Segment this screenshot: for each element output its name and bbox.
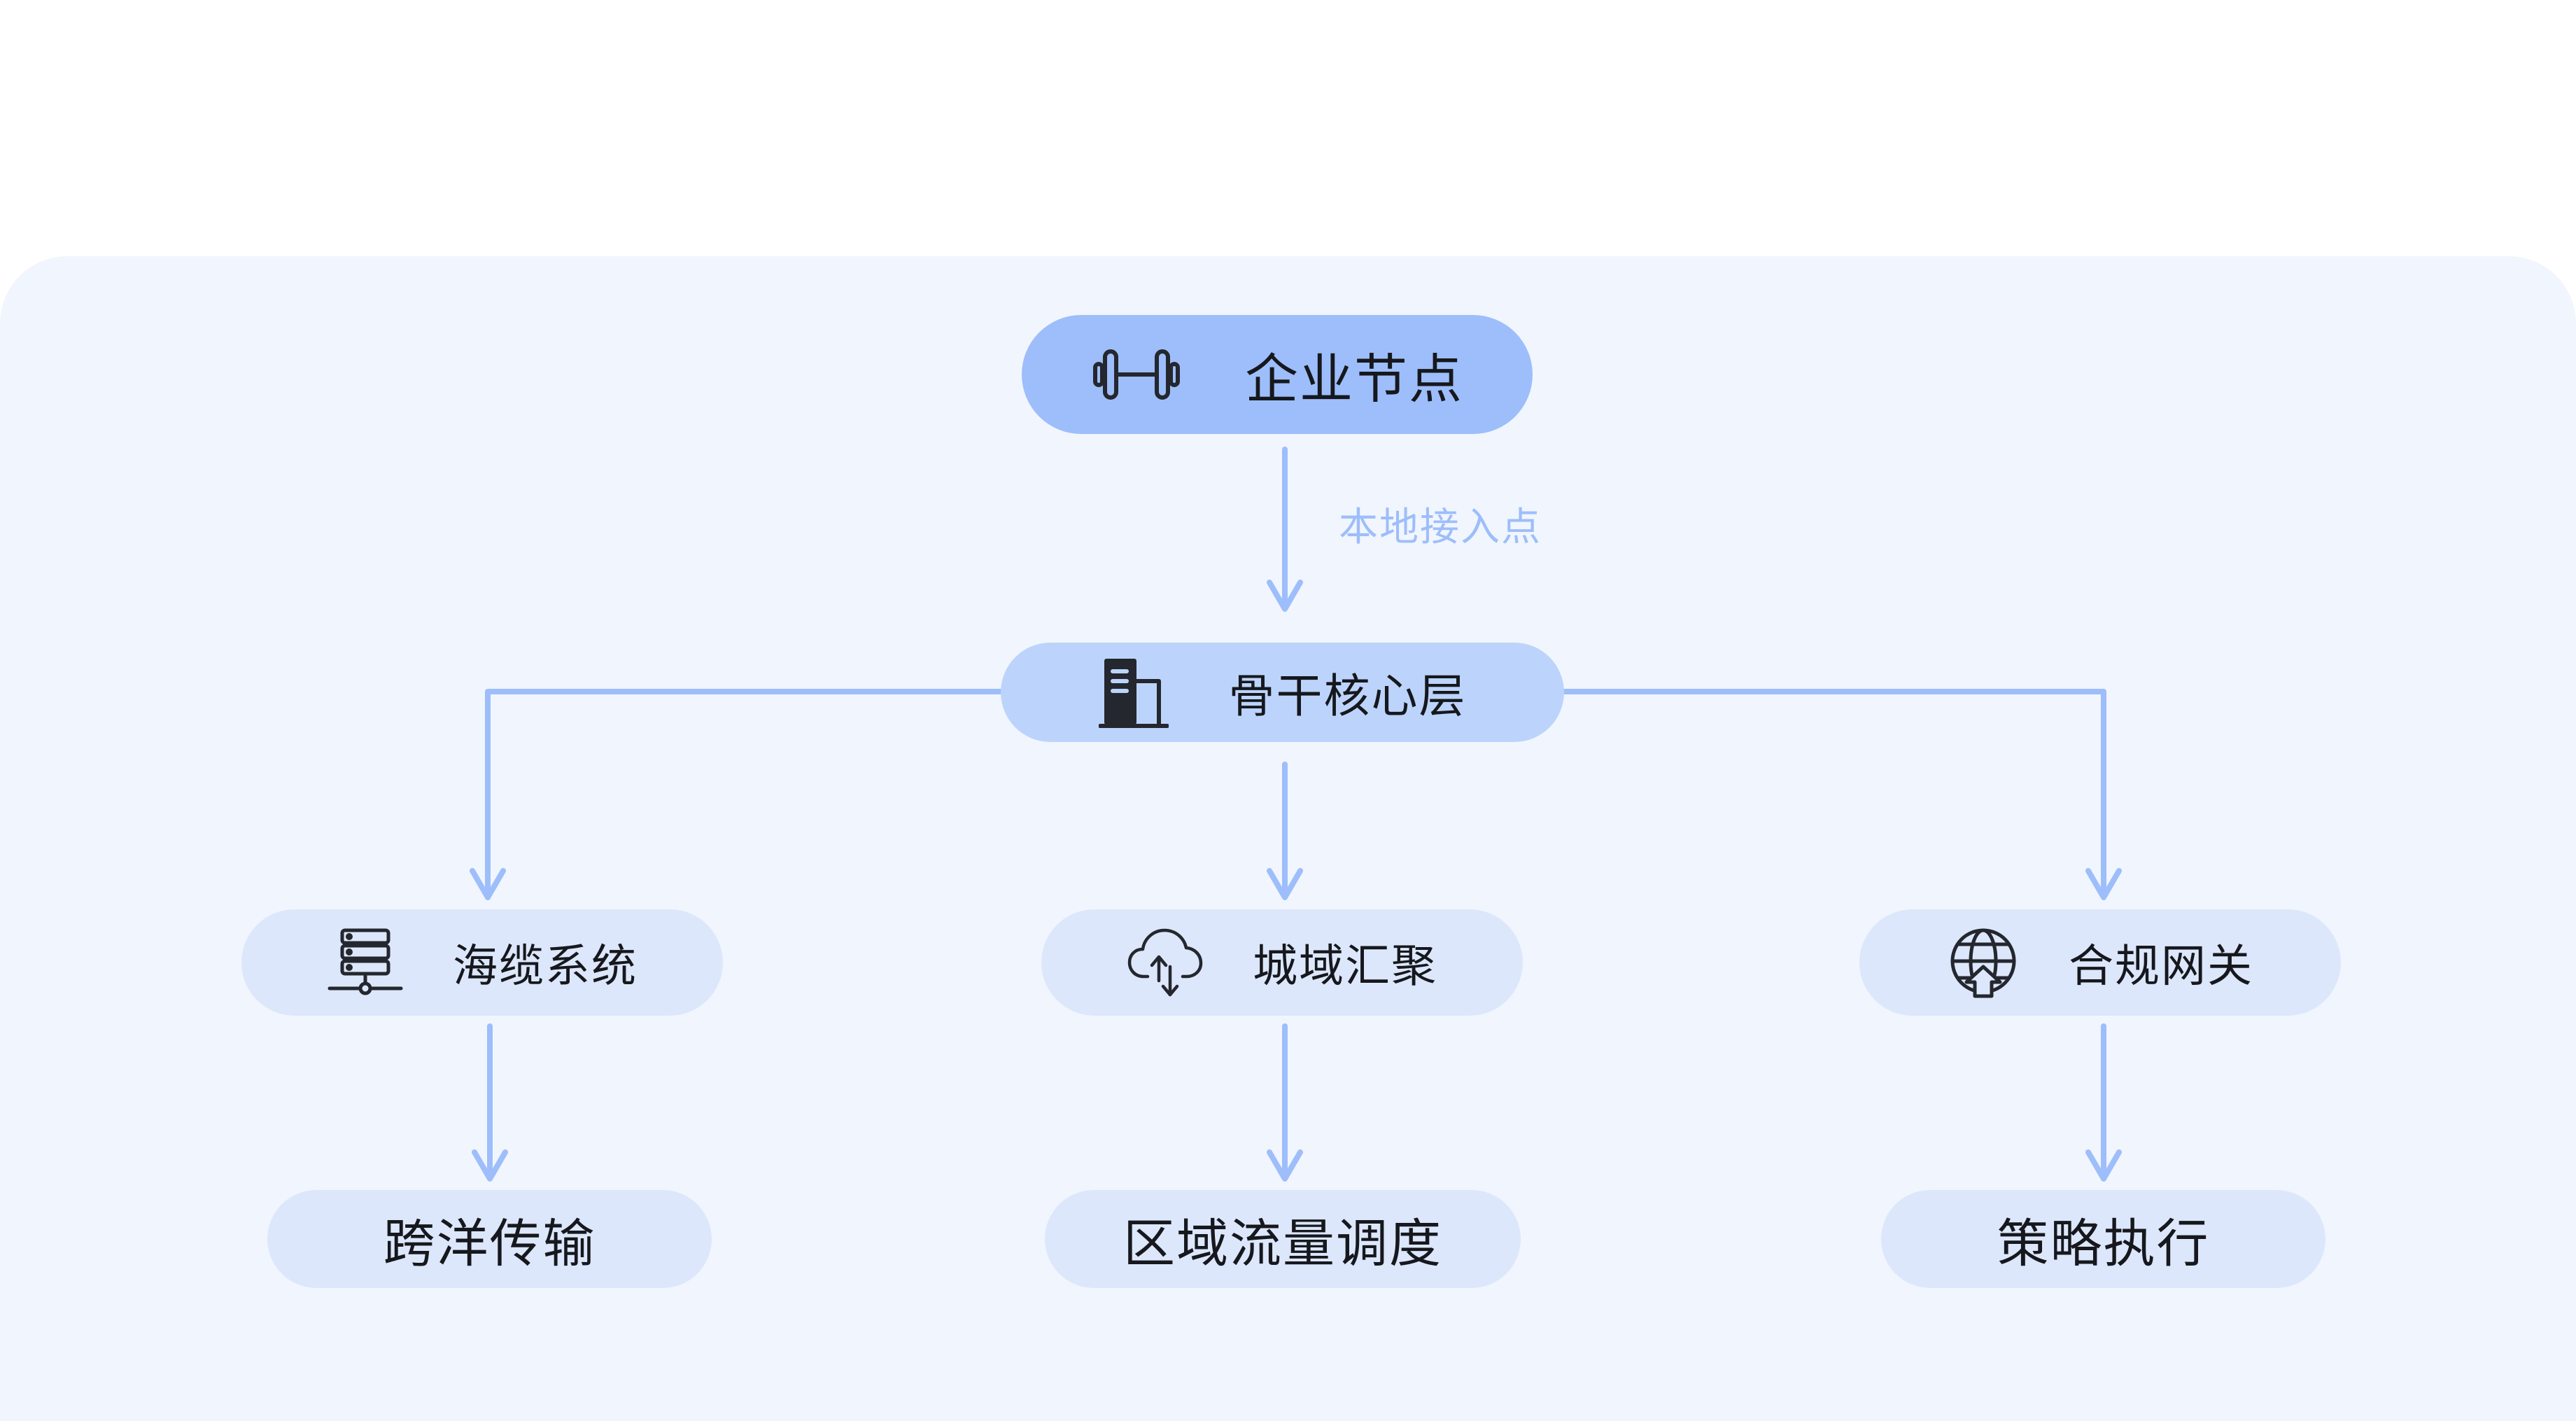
edge-core-branch-1 <box>485 689 1004 897</box>
arrowhead-core-branch-3 <box>2085 868 2122 900</box>
node-metro-aggregation: 城域汇聚 <box>1041 909 1523 1016</box>
server-network-icon <box>327 927 404 997</box>
cloud-sync-icon <box>1127 926 1204 999</box>
node-enterprise: 企业节点 <box>1022 315 1533 434</box>
arrowhead-root-core <box>1267 580 1303 612</box>
arrowhead-core-branch-1 <box>470 868 506 900</box>
arrowhead-core-branch-2 <box>1267 868 1303 900</box>
node-submarine-cable: 海缆系统 <box>241 909 723 1016</box>
building-icon <box>1098 656 1169 729</box>
edge-core-branch-3 <box>1561 689 2106 897</box>
dumbbell-icon <box>1091 343 1182 406</box>
node-backbone-core-label: 骨干核心层 <box>1228 669 1467 723</box>
node-compliance-gateway: 合规网关 <box>1859 909 2341 1016</box>
node-regional-traffic-scheduling-label: 区域流量调度 <box>1123 1213 1442 1274</box>
node-backbone-core: 骨干核心层 <box>1001 643 1564 742</box>
node-submarine-cable-label: 海缆系统 <box>453 941 638 993</box>
node-policy-enforcement-label: 策略执行 <box>1997 1213 2210 1274</box>
arrowhead-branch-1-leaf <box>472 1149 508 1182</box>
arrowhead-branch-3-leaf <box>2085 1149 2122 1182</box>
globe-upload-icon <box>1947 926 2020 999</box>
node-policy-enforcement: 策略执行 <box>1881 1190 2325 1288</box>
node-compliance-gateway-label: 合规网关 <box>2069 941 2253 993</box>
node-regional-traffic-scheduling: 区域流量调度 <box>1045 1190 1521 1288</box>
node-transoceanic-transport-label: 跨洋传输 <box>383 1213 596 1274</box>
edge-label-local-access: 本地接入点 <box>1339 505 1542 550</box>
node-enterprise-label: 企业节点 <box>1245 348 1463 410</box>
node-transoceanic-transport: 跨洋传输 <box>267 1190 712 1288</box>
arrowhead-branch-2-leaf <box>1267 1149 1303 1182</box>
node-metro-aggregation-label: 城域汇聚 <box>1253 941 1437 993</box>
